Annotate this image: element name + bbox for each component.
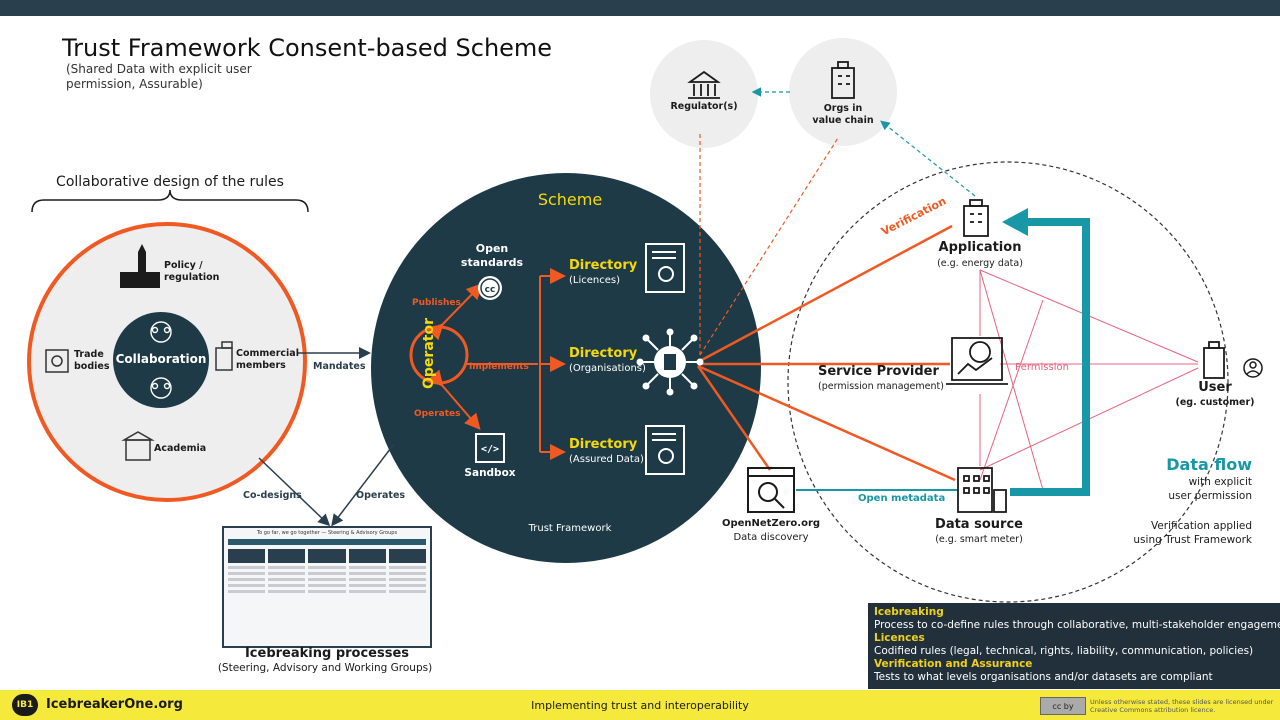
icebreaking-subtitle: (Steering, Advisory and Working Groups) — [217, 662, 433, 674]
dataflow-arrow — [1010, 218, 1090, 496]
collab-core — [113, 312, 209, 408]
collab-center-label: Collaboration — [115, 352, 207, 366]
directory-licences-sub: (Licences) — [569, 275, 621, 286]
footer-brand[interactable]: IcebreakerOne.org — [46, 697, 183, 712]
codesigns-arrow — [258, 457, 331, 527]
page-title: Trust Framework Consent-based Scheme — [62, 34, 553, 62]
icebreaking-thumbnail: To go far, we go together — Steering & A… — [222, 526, 432, 648]
application-sub: (e.g. energy data) — [937, 258, 1023, 269]
directory-assured-sub: (Assured Data) — [569, 454, 644, 465]
cc-license-icon: cc by — [1040, 697, 1086, 715]
service-provider-label: Service Provider — [818, 364, 939, 379]
mandates-label: Mandates — [313, 361, 366, 372]
line-data-source — [697, 364, 956, 482]
page-subtitle: (Shared Data with explicit user permissi… — [66, 62, 252, 91]
thumbnail-title: To go far, we go together — Steering & A… — [256, 530, 398, 536]
legend-icebreaking-text: Process to co-define rules through colla… — [874, 619, 1280, 631]
ib1-logo: IB1 — [12, 694, 38, 716]
orgs-building-icon — [831, 61, 855, 99]
operates-left-label: Operates — [356, 490, 406, 501]
line-verification — [697, 224, 953, 364]
application-icon — [963, 199, 989, 237]
legend-verification-heading: Verification and Assurance — [874, 658, 1033, 670]
academia-label: Academia — [154, 443, 207, 454]
dataflow-sub1: with explicit — [1188, 476, 1252, 488]
user-label: User — [1198, 380, 1232, 395]
dataflow-label: Data flow — [1166, 455, 1252, 474]
operates-arrow — [427, 369, 481, 431]
svg-text:</>: </> — [481, 444, 499, 455]
bank-icon — [687, 70, 721, 99]
certificate-icon-2 — [645, 425, 685, 475]
scheme-title: Scheme — [537, 190, 603, 209]
legend-icebreaking-heading: Icebreaking — [874, 606, 944, 618]
directory-orgs-sub: (Organisations) — [569, 363, 646, 374]
sandbox-icon: </> — [475, 433, 505, 463]
directory-licences-title: Directory — [569, 258, 638, 273]
orgs-label: Orgs in value chain — [812, 103, 874, 126]
commercial-icon — [215, 341, 233, 371]
trade-icon — [45, 349, 69, 373]
teal-dash-orgs — [880, 120, 976, 197]
legend-box: Icebreaking Process to co-define rules t… — [868, 603, 1280, 689]
svg-text:cc: cc — [485, 285, 496, 295]
footer-tagline: Implementing trust and interoperability — [531, 699, 749, 712]
verif-applied-1: Verification applied — [1150, 520, 1252, 532]
brace — [31, 189, 309, 213]
trust-framework-label: Trust Framework — [528, 523, 612, 534]
collab-heading: Collaborative design of the rules — [56, 174, 284, 190]
academia-icon — [121, 431, 155, 461]
commercial-label: Commercial members — [236, 348, 299, 371]
legend-verification-text: Tests to what levels organisations and/o… — [874, 671, 1213, 683]
hub-icon — [636, 328, 704, 396]
open-standards-label: Open standards — [460, 242, 524, 269]
operator-label: Operator — [421, 318, 437, 389]
open-metadata-label: Open metadata — [858, 493, 946, 504]
directory-orgs-title: Directory — [569, 346, 638, 361]
trade-label: Trade bodies — [74, 349, 110, 372]
publishes-arrow — [426, 283, 483, 341]
opennetzero-label: OpenNetZero.org — [721, 518, 821, 529]
policy-label: Policy / regulation — [164, 260, 220, 283]
application-label: Application — [938, 240, 1022, 255]
implements-label: Implements — [469, 362, 529, 372]
collab-people-icon — [150, 321, 172, 399]
legend-licences-text: Codified rules (legal, technical, rights… — [874, 645, 1254, 657]
user-building-icon — [1203, 341, 1225, 379]
regulator-label: Regulator(s) — [670, 101, 738, 112]
permission-label: Permission — [1015, 362, 1069, 373]
cc-icon: cc — [478, 276, 502, 300]
regulator-circle — [650, 40, 758, 148]
operates-label: Operates — [414, 409, 461, 419]
parliament-icon — [120, 244, 160, 288]
service-provider-icon — [946, 337, 1008, 385]
top-bar — [0, 0, 1280, 16]
dataflow-sub2: user permission — [1168, 490, 1252, 502]
license-text: Unless otherwise stated, these slides ar… — [1090, 698, 1274, 714]
ecosystem-circle — [787, 161, 1229, 603]
certificate-icon-1 — [645, 243, 685, 293]
orgs-circle — [789, 38, 897, 146]
legend-licences-heading: Licences — [874, 632, 925, 644]
user-person-icon — [1243, 358, 1263, 378]
scheme-circle — [371, 173, 761, 563]
icebreaking-title: Icebreaking processes — [244, 646, 410, 661]
opennetzero-icon — [747, 467, 795, 513]
data-source-sub: (e.g. smart meter) — [935, 534, 1023, 545]
operates-left-arrow — [331, 443, 395, 527]
line-opennetzero — [696, 365, 772, 471]
verif-applied-2: using Trust Framework — [1133, 534, 1252, 546]
publishes-label: Publishes — [412, 298, 461, 308]
opennetzero-sub: Data discovery — [733, 532, 809, 543]
data-source-label: Data source — [935, 517, 1023, 532]
data-source-icon — [957, 467, 1007, 513]
sandbox-label: Sandbox — [464, 467, 516, 479]
dash-orgs — [699, 137, 839, 356]
directory-assured-title: Directory — [569, 437, 638, 452]
service-provider-sub: (permission management) — [818, 381, 944, 392]
user-sub: (eg. customer) — [1175, 397, 1255, 408]
codesigns-label: Co-designs — [243, 490, 302, 501]
